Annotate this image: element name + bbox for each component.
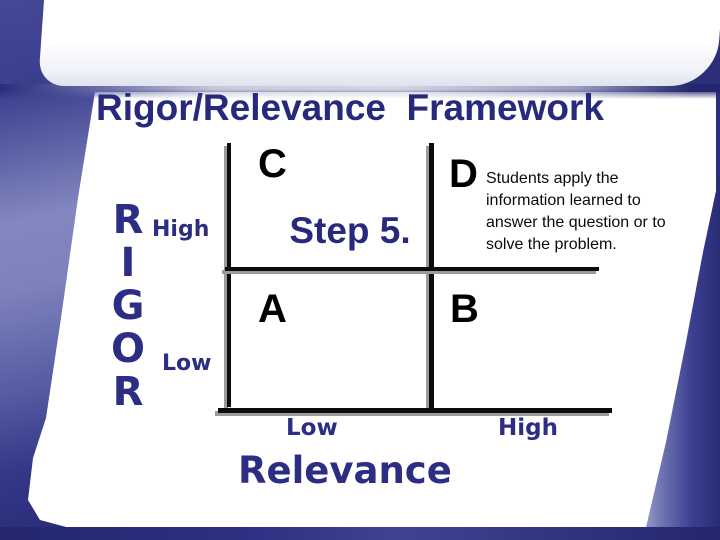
quadrant-c-label: C	[258, 142, 287, 186]
quadrant-b-label: B	[450, 287, 479, 331]
slide-title: Rigor/Relevance Framework Step 5.	[40, 5, 660, 333]
annotation-line: answer the question or to	[486, 214, 666, 231]
annotation-line: solve the problem.	[486, 236, 617, 253]
quadrant-d-label: D	[449, 152, 478, 196]
quadrant-d-annotation: Students apply the information learned t…	[486, 168, 706, 256]
y-axis-high-label: High	[152, 217, 210, 242]
rigor-letter: R	[112, 197, 144, 243]
rigor-letter: R	[112, 369, 144, 415]
annotation-line: information learned to	[486, 192, 641, 209]
annotation-line: Students apply the	[486, 170, 619, 187]
x-axis-low-label: Low	[286, 415, 338, 441]
x-axis-high-label: High	[498, 415, 558, 441]
y-axis-low-label: Low	[162, 351, 212, 376]
axis-line-vertical-left	[227, 143, 231, 407]
slide-title-line1: Rigor/Relevance Framework	[96, 87, 604, 128]
content-card	[24, 92, 716, 528]
axis-line-horizontal-bottom	[218, 408, 612, 413]
x-axis-title-relevance: Relevance	[238, 449, 452, 492]
quadrant-a-label: A	[258, 287, 287, 331]
title-shadow-band	[0, 84, 720, 99]
slide-title-line2: Step 5.	[289, 210, 411, 251]
quadrant-divider-horizontal	[225, 267, 599, 271]
bottom-navy-band	[0, 527, 720, 540]
rigor-letter: I	[120, 240, 136, 286]
quadrant-divider-vertical	[429, 143, 434, 413]
rigor-letter: G	[111, 283, 145, 329]
y-axis-title-rigor: R I G O R	[110, 199, 146, 414]
rigor-letter: O	[110, 326, 145, 372]
